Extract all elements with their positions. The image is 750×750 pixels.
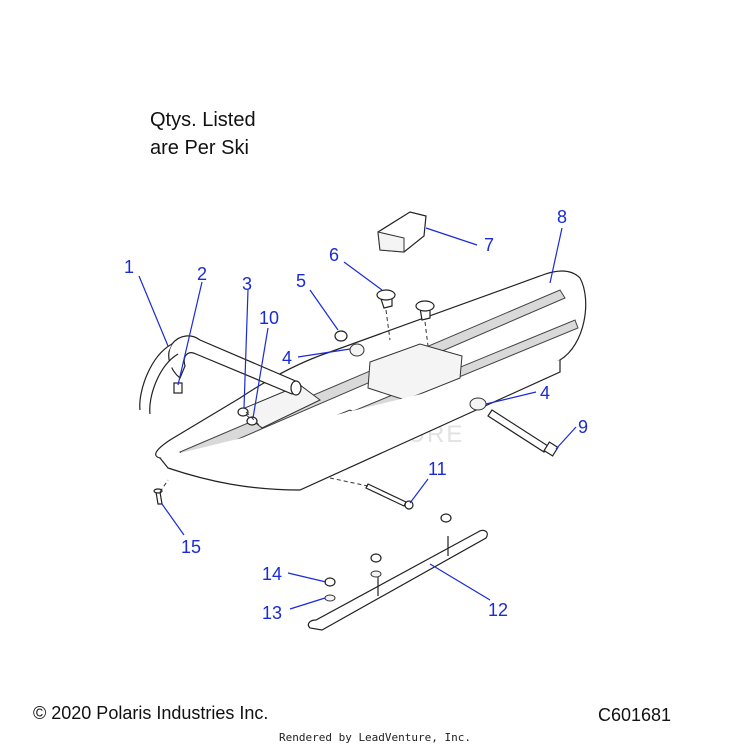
leader-line-15	[161, 503, 185, 536]
leader-line-6	[343, 261, 383, 291]
callout-13: 13	[262, 603, 282, 623]
ski-loop-handle	[139, 335, 302, 415]
callout-6: 6	[329, 245, 339, 265]
assembly-line	[159, 479, 169, 493]
ski-cap-part	[377, 211, 427, 253]
leader-line-5	[309, 289, 339, 331]
leader-line-12	[429, 563, 491, 601]
callout-10: 10	[259, 308, 279, 328]
fastener-parts	[237, 330, 487, 426]
leader-line-10	[252, 327, 269, 419]
diagram-code: C601681	[598, 705, 672, 725]
quantity-note-line-1: Qtys. Listed	[150, 109, 256, 131]
leader-line-8	[549, 227, 563, 284]
callout-4-right: 4	[540, 383, 550, 403]
callout-3: 3	[242, 274, 252, 294]
leader-line-2	[177, 281, 203, 386]
leader-line-3	[243, 289, 249, 409]
assembly-line	[329, 477, 369, 487]
callout-4-left: 4	[282, 348, 292, 368]
callout-12: 12	[488, 600, 508, 620]
callout-5: 5	[296, 271, 306, 291]
bushing-part	[376, 289, 435, 321]
callout-1: 1	[124, 257, 134, 277]
leader-line-13	[289, 597, 326, 610]
leader-line-7	[425, 227, 478, 246]
callout-11: 11	[428, 459, 447, 479]
quantity-note: Qtys. Listed are Per Ski	[150, 106, 256, 162]
through-bolt-part	[487, 409, 559, 457]
callout-15: 15	[181, 537, 201, 557]
ski-body	[155, 270, 587, 491]
callout-7: 7	[484, 235, 494, 255]
callout-8: 8	[557, 207, 567, 227]
long-bolt-part	[365, 483, 414, 510]
assembly-line	[245, 411, 263, 429]
leader-line-11	[409, 478, 429, 504]
leader-line-9	[555, 426, 577, 450]
assembly-line	[385, 309, 391, 341]
callout-14: 14	[262, 564, 282, 584]
wear-bar-part	[307, 513, 488, 631]
rendered-by-text: Rendered by LeadVenture, Inc.	[278, 731, 472, 744]
callout-9: 9	[578, 417, 588, 437]
leader-line-4-left	[297, 348, 351, 358]
leader-line-1	[138, 275, 169, 347]
leader-line-4-right	[485, 391, 537, 405]
quantity-note-line-2: are Per Ski	[150, 137, 249, 159]
callout-2: 2	[197, 264, 207, 284]
leader-line-14	[287, 572, 327, 583]
copyright-text: © 2020 Polaris Industries Inc.	[33, 703, 269, 723]
